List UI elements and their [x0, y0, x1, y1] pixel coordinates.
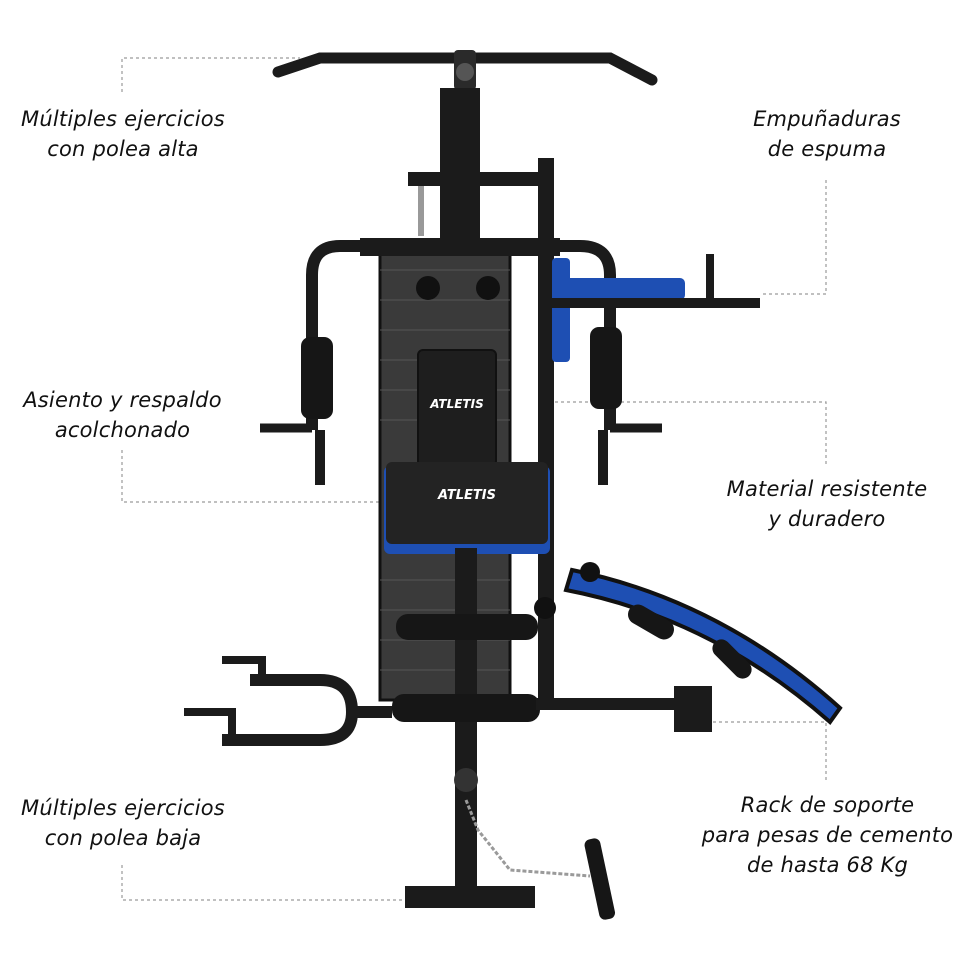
- right-grip-foam: [590, 327, 622, 409]
- leader-rack: [680, 721, 827, 780]
- main-upright: [440, 88, 480, 248]
- left-grip-foam: [301, 337, 333, 419]
- leader-grips: [760, 180, 827, 295]
- gym-machine: ATLETIS ATLETIS: [184, 50, 843, 920]
- leg-roller-upper: [396, 614, 538, 640]
- left-press-arm: [306, 240, 410, 430]
- callout-rack-line2: para pesas de cemento: [701, 823, 954, 847]
- callout-low-pulley: Múltiples ejercicios con polea baja: [18, 793, 228, 853]
- backrest-logo: ATLETIS: [429, 397, 483, 411]
- right-press-arm: [500, 240, 616, 430]
- callout-grips-line1: Empuñaduras: [753, 107, 901, 131]
- low-row-handle: [222, 674, 392, 746]
- top-pulley: [456, 63, 474, 81]
- seat-logo: ATLETIS: [437, 488, 496, 503]
- foot-plate: [405, 886, 535, 908]
- callout-material-line2: y duradero: [768, 507, 886, 531]
- low-pulley-chain: [464, 799, 591, 878]
- callout-seat-line1: Asiento y respaldo: [23, 388, 222, 412]
- callout-seat-line2: acolchonado: [54, 418, 191, 442]
- callout-high-pulley-line1: Múltiples ejercicios: [21, 107, 225, 131]
- leader-high-pulley: [121, 57, 300, 92]
- callout-rack-line1: Rack de soporte: [740, 793, 915, 817]
- seat: [386, 462, 548, 544]
- leader-seat: [121, 450, 395, 503]
- leader-low-pulley: [121, 865, 408, 901]
- callout-high-pulley-line2: con polea alta: [47, 137, 199, 161]
- callout-grips: Empuñaduras de espuma: [742, 104, 912, 164]
- callout-high-pulley: Múltiples ejercicios con polea alta: [18, 104, 228, 164]
- ankle-handle: [584, 838, 616, 920]
- callout-rack-line3: de hasta 68 Kg: [746, 853, 909, 877]
- callout-low-pulley-line1: Múltiples ejercicios: [21, 796, 225, 820]
- callout-grips-line2: de espuma: [767, 137, 887, 161]
- ab-board-foot-roller: [628, 604, 674, 640]
- leg-roller-lower: [392, 694, 540, 722]
- leader-material: [550, 401, 827, 464]
- callout-material-line1: Material resistente: [726, 477, 928, 501]
- leader-lines: [121, 57, 827, 901]
- callout-rack: Rack de soporte para pesas de cemento de…: [700, 790, 955, 880]
- callout-material: Material resistente y duradero: [722, 474, 932, 534]
- callout-seat: Asiento y respaldo acolchonado: [20, 385, 225, 445]
- callout-low-pulley-line2: con polea baja: [44, 826, 202, 850]
- dip-station-pad: [555, 278, 685, 300]
